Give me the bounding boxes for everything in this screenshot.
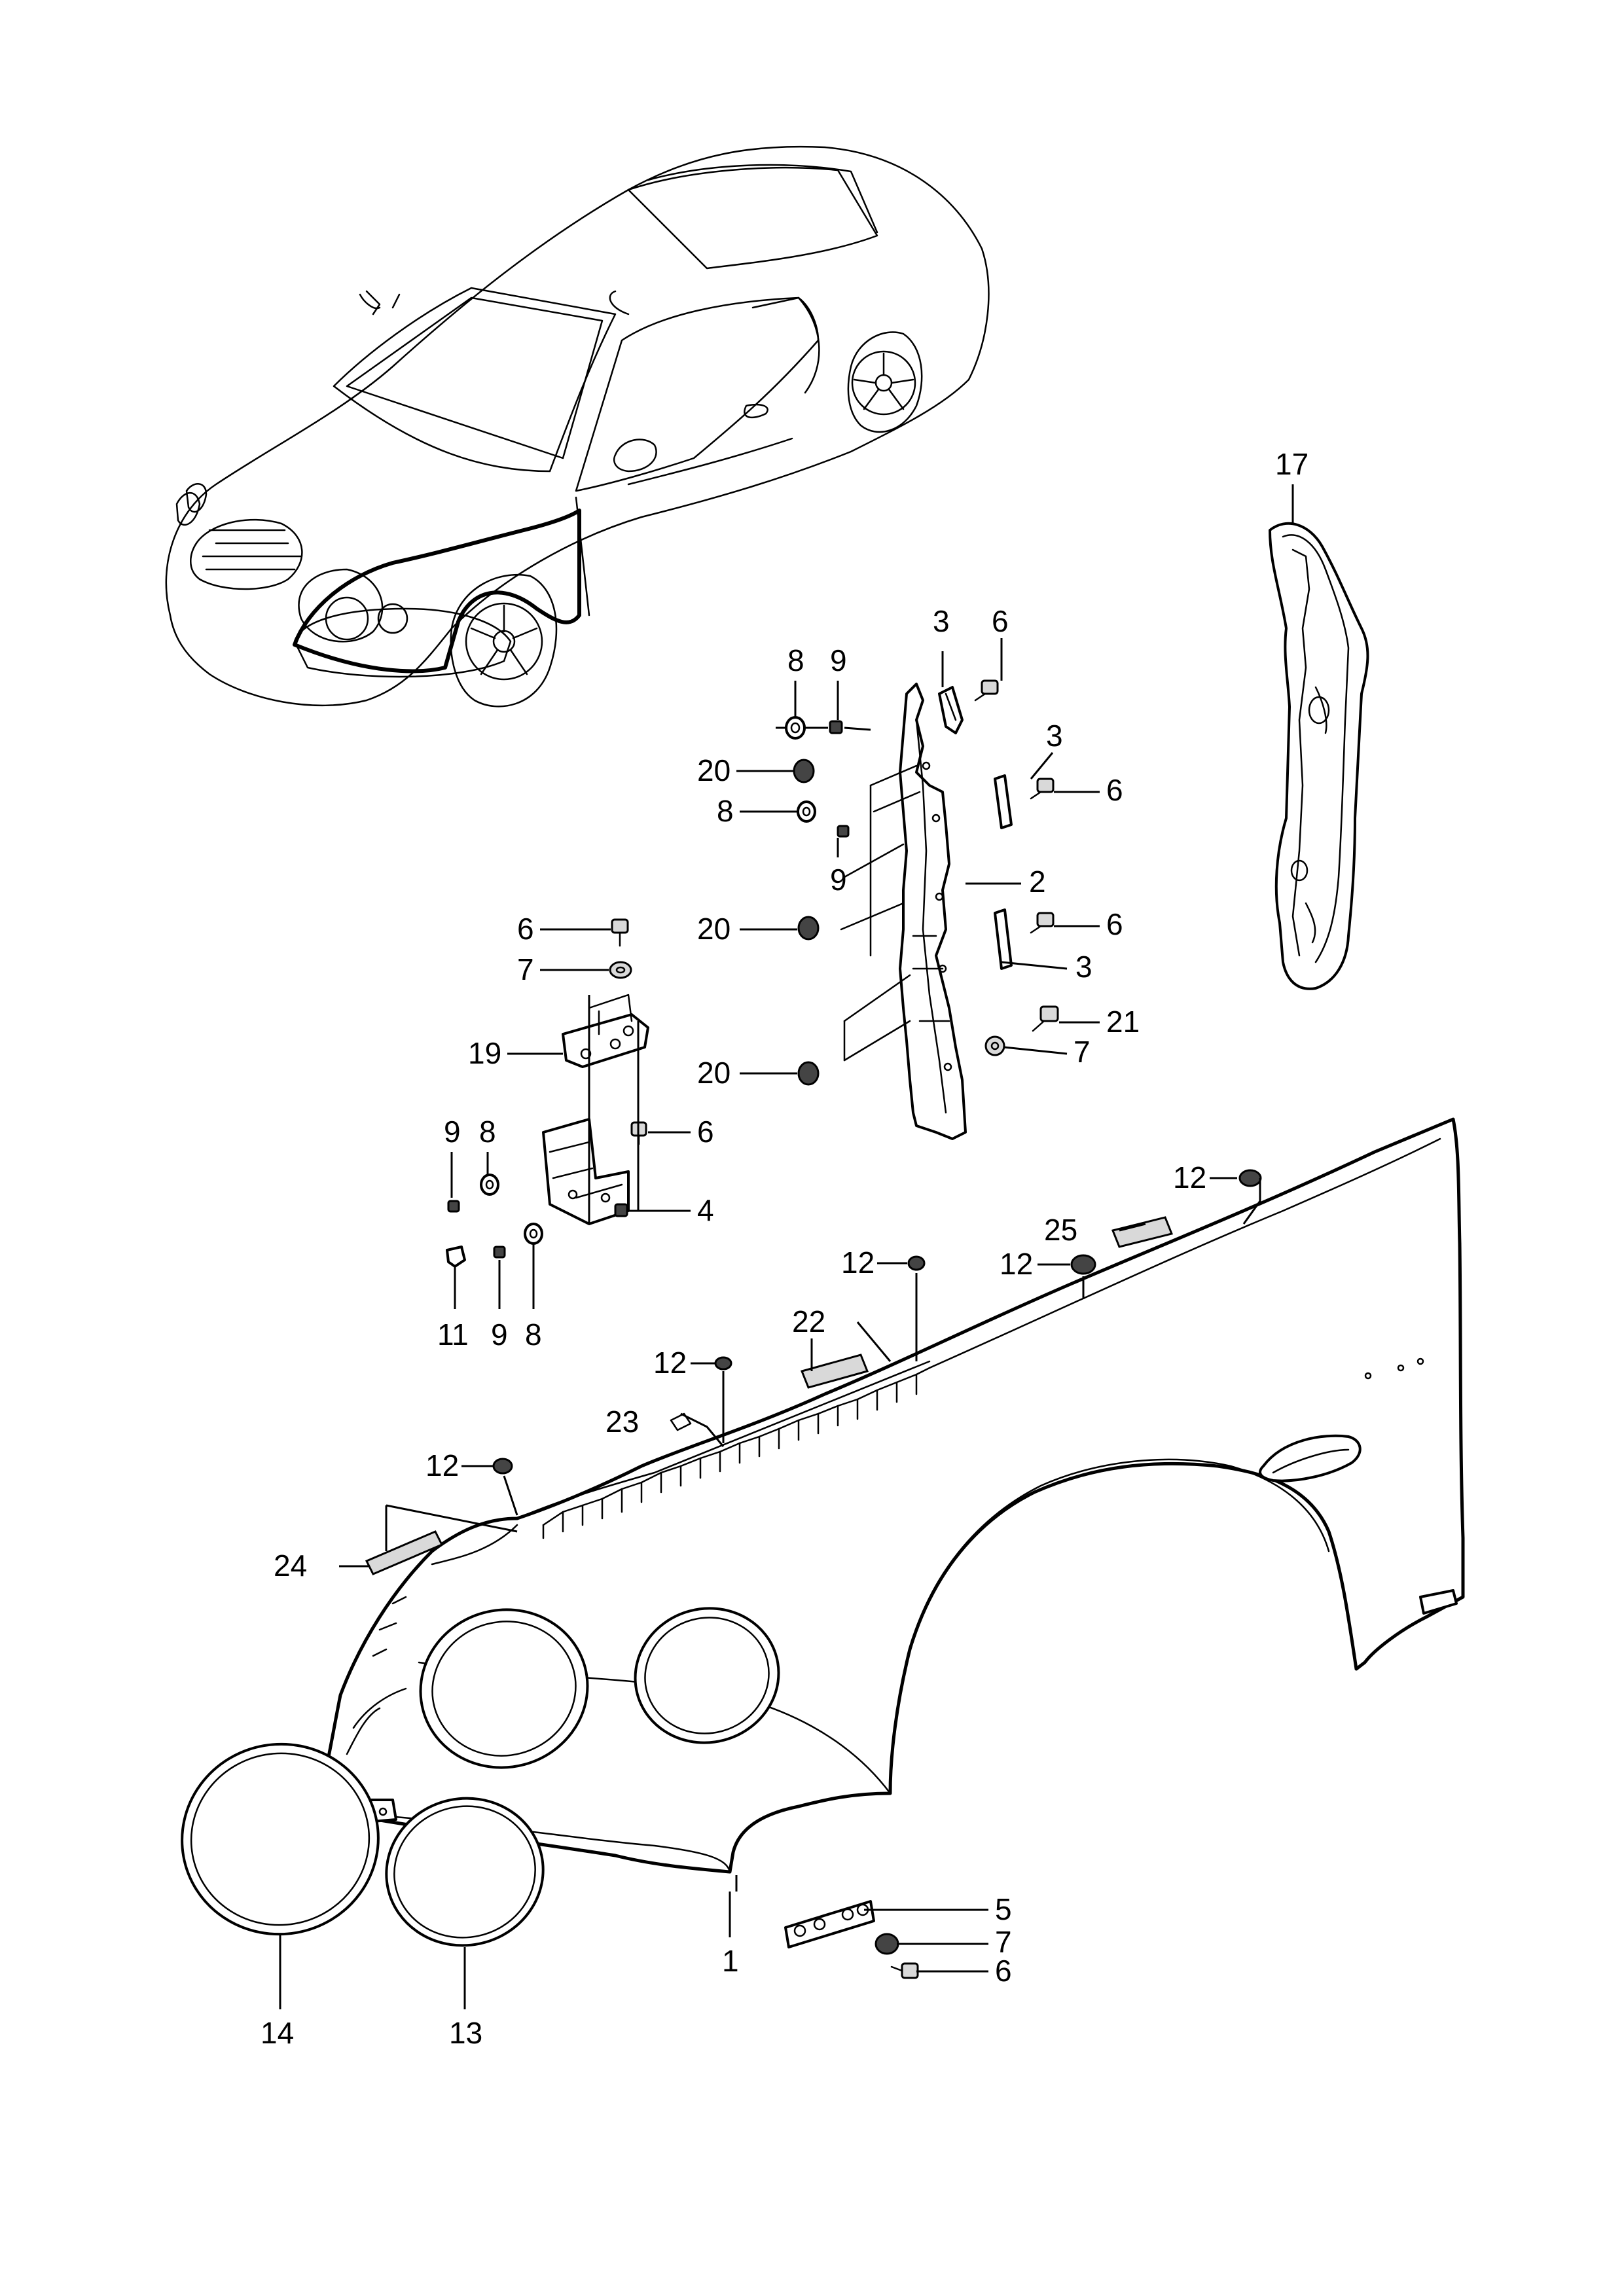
- callout-9-hinge-low: 9: [491, 1318, 508, 1352]
- callout-12-left: 12: [653, 1346, 687, 1380]
- clip-12-2: [907, 1255, 926, 1271]
- bolt-11: [446, 1246, 466, 1268]
- callout-20-low: 20: [697, 1056, 731, 1090]
- callout-9-top: 9: [830, 643, 847, 677]
- bolt-6-low: [1030, 912, 1055, 934]
- nut-4: [614, 1203, 628, 1217]
- nut-9-hinge-low: [493, 1246, 506, 1259]
- callout-12-right: 12: [1173, 1160, 1206, 1194]
- washer-7-low: [875, 1933, 899, 1955]
- nut-9-mid: [837, 825, 850, 838]
- leader-lines: [279, 1177, 1261, 2009]
- part-4-bracket: [542, 1118, 630, 1225]
- callout-8-hinge-low: 8: [525, 1318, 542, 1352]
- clip-12-5: [492, 1458, 513, 1475]
- bracket-5: [784, 1900, 875, 1948]
- callout-1: 1: [722, 1944, 739, 1978]
- nut-9-hinge: [447, 1200, 460, 1213]
- callout-21: 21: [1106, 1005, 1140, 1039]
- callout-7-hinge: 7: [517, 952, 534, 986]
- callout-20-top: 20: [697, 753, 731, 787]
- callout-9-mid: 9: [830, 863, 847, 897]
- clip-3-middle: [994, 774, 1013, 829]
- part-17-liner: [1269, 522, 1369, 990]
- callout-24: 24: [274, 1549, 307, 1583]
- callout-6-hinge-top: 6: [517, 912, 534, 946]
- callout-19: 19: [468, 1036, 501, 1070]
- callout-12-far-left: 12: [425, 1448, 459, 1482]
- callout-6-mid: 6: [1106, 773, 1123, 807]
- callout-7-right: 7: [1074, 1035, 1091, 1069]
- callout-6-hinge-mid: 6: [697, 1115, 714, 1149]
- callout-25: 25: [1044, 1213, 1077, 1247]
- washer-7-right: [984, 1035, 1005, 1056]
- pad-22: [800, 1354, 869, 1389]
- washer-8-hinge-low: [524, 1223, 543, 1245]
- seal-13: [385, 1797, 545, 1947]
- callout-6-low: 6: [1106, 907, 1123, 941]
- nut-20-low: [797, 1061, 820, 1086]
- washer-8-top: [785, 716, 806, 740]
- bolt-6-low-fender: [890, 1962, 919, 1979]
- callout-3-low: 3: [1075, 950, 1092, 984]
- clip-23: [670, 1412, 692, 1431]
- clip-12-1: [1238, 1169, 1262, 1187]
- callout-3-mid: 3: [1046, 719, 1063, 753]
- callout-23: 23: [605, 1405, 639, 1439]
- nut-9-top: [829, 720, 843, 734]
- clip-12-3: [1070, 1254, 1096, 1275]
- part-19-bracket: [562, 994, 649, 1068]
- callout-8-mid: 8: [717, 794, 734, 828]
- callout-12-mid2: 12: [1000, 1247, 1033, 1281]
- callout-14: 14: [261, 2016, 294, 2050]
- callout-3-top: 3: [933, 604, 950, 638]
- callout-8-hinge: 8: [479, 1115, 496, 1149]
- clip-3-top: [938, 686, 964, 734]
- part-1-fender: [319, 1117, 1465, 1874]
- pad-25: [1111, 1216, 1174, 1248]
- callout-17: 17: [1275, 447, 1308, 481]
- washer-8-mid: [797, 800, 816, 823]
- nut-20-mid: [797, 916, 820, 941]
- clip-12-4: [714, 1356, 732, 1371]
- washer-8-hinge: [480, 1174, 499, 1196]
- bolt-6-top: [974, 679, 999, 702]
- callout-6-top: 6: [992, 604, 1009, 638]
- callout-8-top: 8: [787, 643, 804, 677]
- callout-6-fender: 6: [995, 1954, 1012, 1988]
- bolt-6-mid: [1030, 778, 1055, 800]
- part-2-bracket: [840, 683, 967, 1140]
- seal-14: [181, 1742, 380, 1936]
- callout-9-hinge: 9: [444, 1115, 461, 1149]
- bolt-6-hinge-top: [611, 918, 629, 947]
- callout-labels: 1 2 3 3 3 4 5 6 6 6 6 6 6 7 7 7 8 8 8 8 …: [261, 447, 1308, 2050]
- washer-7-hinge: [609, 961, 632, 979]
- callout-4: 4: [697, 1193, 714, 1227]
- callout-12-mid: 12: [841, 1246, 875, 1280]
- callout-13: 13: [449, 2016, 482, 2050]
- callout-22: 22: [792, 1304, 825, 1338]
- callout-7-fender: 7: [995, 1925, 1012, 1959]
- leader-lines-upper: [450, 484, 1294, 1309]
- callout-11: 11: [437, 1318, 469, 1352]
- nut-20-top: [793, 759, 815, 783]
- car-overview-illustration: [165, 145, 990, 708]
- pad-24: [365, 1530, 444, 1575]
- callout-20-mid: 20: [697, 912, 731, 946]
- callout-5: 5: [995, 1892, 1012, 1926]
- bolt-21: [1032, 1005, 1059, 1032]
- callout-2: 2: [1029, 865, 1046, 899]
- clip-3-lower: [994, 908, 1013, 970]
